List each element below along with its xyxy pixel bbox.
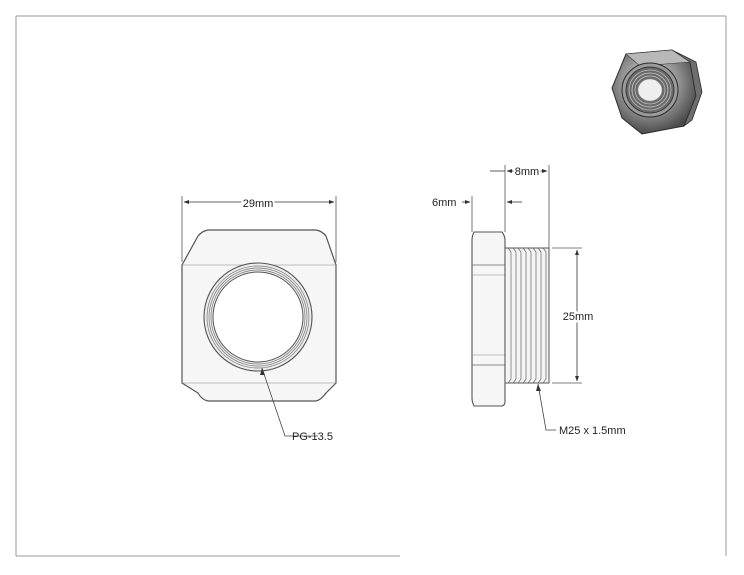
front-view: 29mm PG-13.5 xyxy=(181,196,337,443)
diameter-label: 25mm xyxy=(563,311,594,323)
thread-ring-1 xyxy=(206,265,310,369)
sheet-border xyxy=(15,15,727,557)
width-label: 29mm xyxy=(243,198,274,210)
side-view: 8mm 6mm 25mm M25 x 1.5mm xyxy=(432,164,626,437)
pg-thread-callout: PG-13.5 xyxy=(292,431,333,443)
thread-ring-2 xyxy=(208,267,308,367)
pg-thread-leader xyxy=(261,367,318,437)
metric-thread-callout: M25 x 1.5mm xyxy=(559,425,626,437)
hex-thickness-label: 6mm xyxy=(432,197,456,209)
inner-bore xyxy=(212,271,304,363)
length-label: 8mm xyxy=(515,166,539,178)
threaded-shank xyxy=(504,247,550,384)
hex-flange xyxy=(471,231,506,407)
hex-reducer-bushing-icon xyxy=(611,49,703,135)
thread-ring-3 xyxy=(210,269,306,365)
metric-thread-leader xyxy=(537,383,556,431)
thread-crests xyxy=(507,247,547,384)
